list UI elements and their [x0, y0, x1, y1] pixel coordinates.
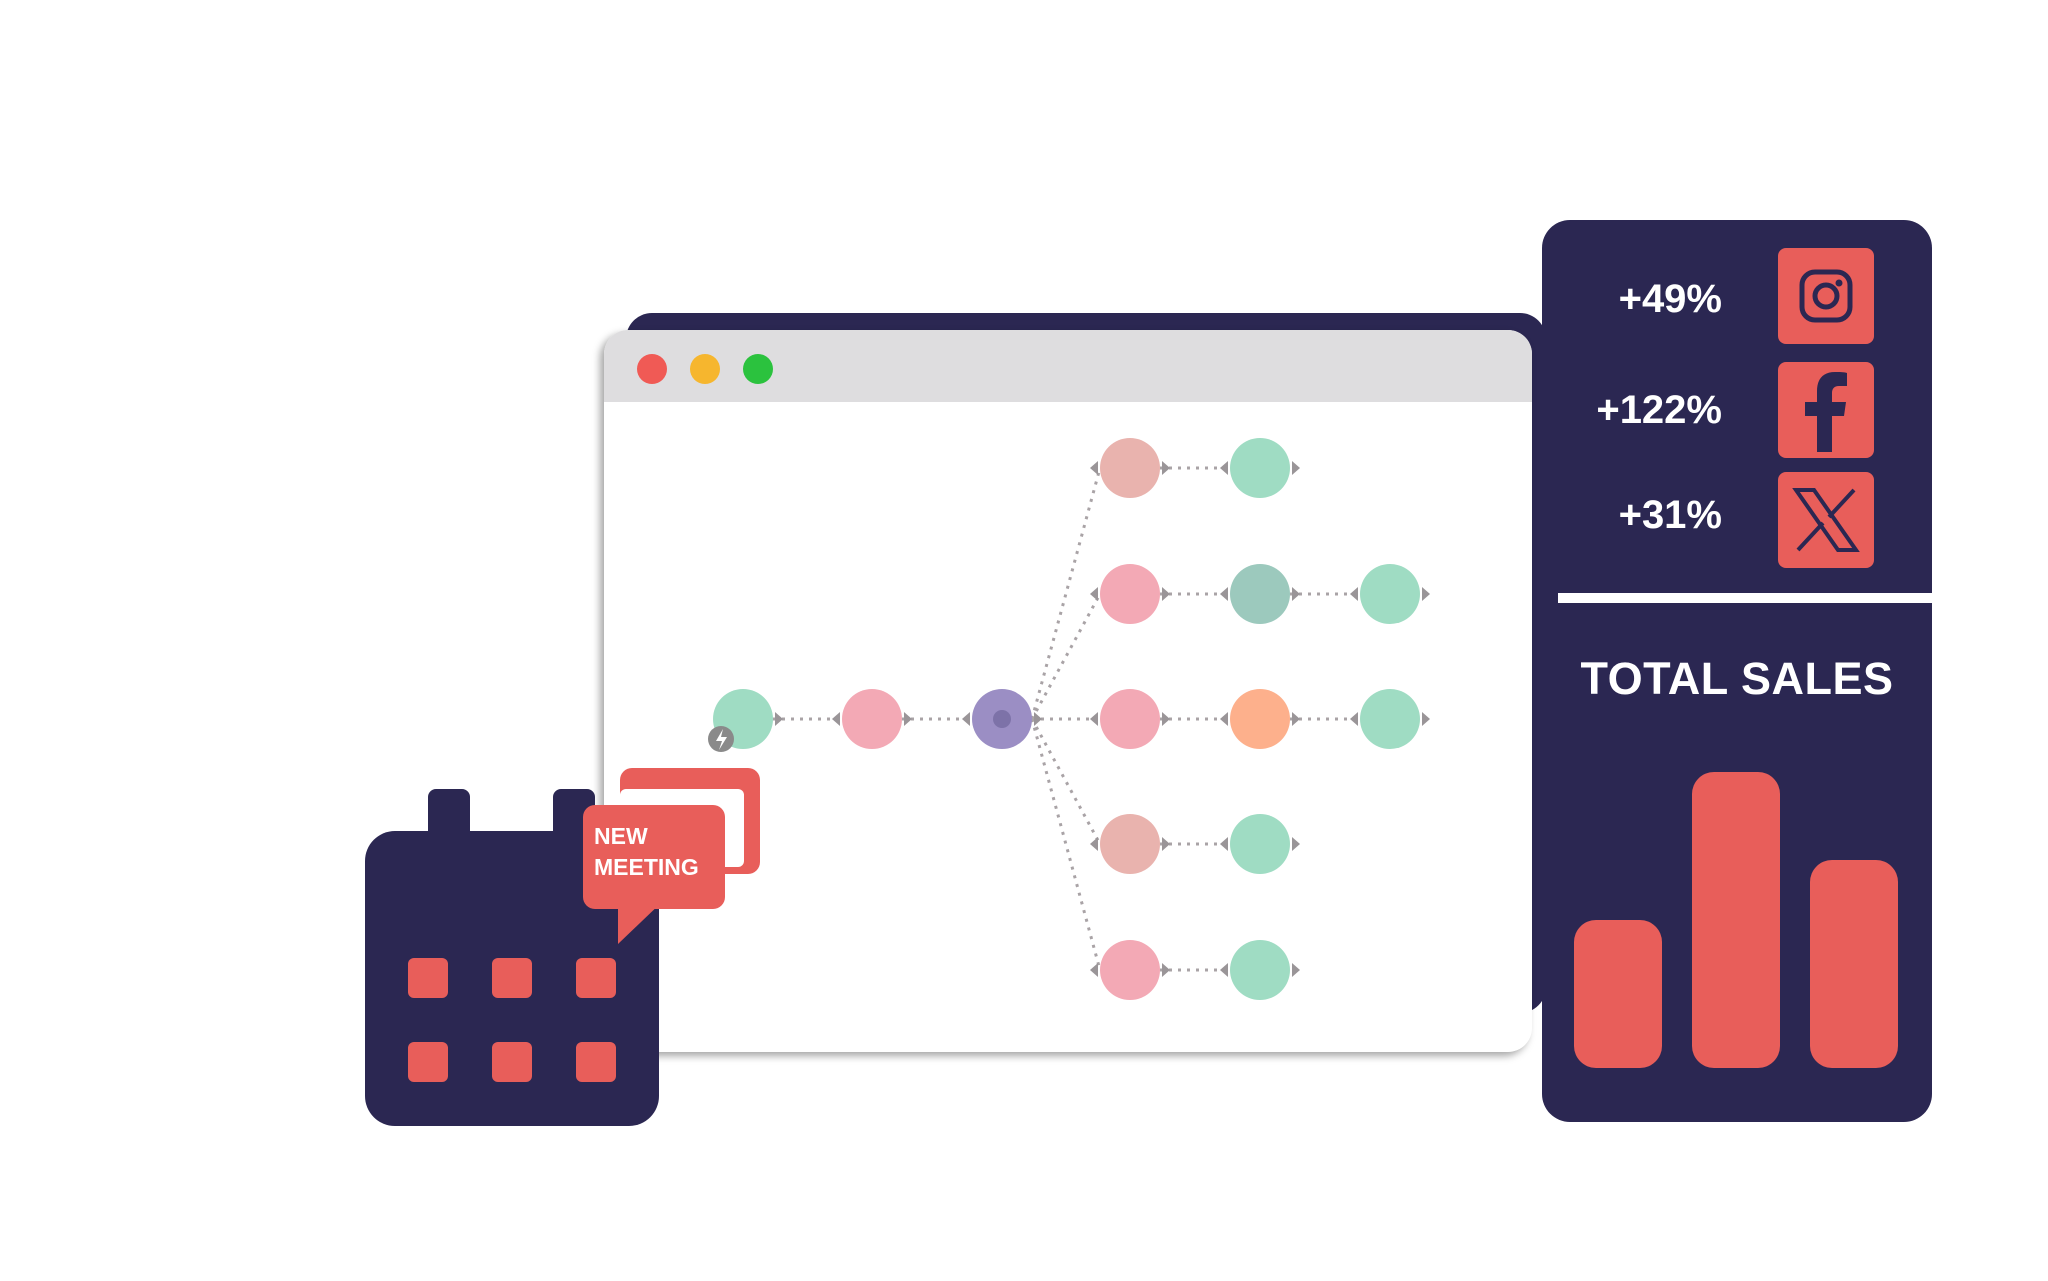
flow-node-output-port: [1292, 461, 1300, 475]
maximize-window-button[interactable]: [743, 354, 773, 384]
flow-node-circle: [1360, 564, 1420, 624]
calendar-day: [576, 1042, 616, 1082]
flow-node[interactable]: [1220, 940, 1300, 1000]
flow-node-output-port: [1422, 587, 1430, 601]
flow-node-circle: [1230, 438, 1290, 498]
flow-node-input-port: [1350, 587, 1358, 601]
flow-connector: [1030, 718, 1102, 845]
flow-node[interactable]: [1090, 940, 1170, 1000]
flow-node[interactable]: [1220, 564, 1300, 624]
x-twitter-icon: [1792, 488, 1860, 552]
flow-node-input-port: [1220, 963, 1228, 977]
facebook-tile[interactable]: [1778, 362, 1874, 458]
total-sales-title: TOTAL SALES: [1580, 653, 1894, 704]
flow-node-output-port: [904, 712, 912, 726]
new-meeting-label-line1: NEW: [594, 823, 648, 849]
flow-node-output-port: [1162, 712, 1170, 726]
flow-node-output-port: [1162, 837, 1170, 851]
flow-node[interactable]: [1090, 814, 1170, 874]
flow-node[interactable]: [1220, 438, 1300, 498]
flow-node-input-port: [1090, 712, 1098, 726]
flow-node-circle: [1100, 814, 1160, 874]
flow-node-circle: [1100, 689, 1160, 749]
flow-node-input-port: [1220, 461, 1228, 475]
sales-bar-3: [1810, 860, 1898, 1068]
flow-node-circle: [1230, 564, 1290, 624]
flow-node[interactable]: [1220, 814, 1300, 874]
flow-node-input-port: [962, 712, 970, 726]
flow-node-circle: [1360, 689, 1420, 749]
sales-bar-2: [1692, 772, 1780, 1068]
calendar-day: [576, 958, 616, 998]
x-growth-value: +31%: [1618, 493, 1722, 537]
new-meeting-label-line2: MEETING: [594, 854, 699, 880]
flow-node-input-port: [1090, 837, 1098, 851]
flow-node-output-port: [1422, 712, 1430, 726]
calendar-day: [408, 1042, 448, 1082]
flow-connector: [1030, 467, 1102, 720]
facebook-growth-value: +122%: [1596, 388, 1722, 432]
trigger-bolt-glyph: [716, 729, 727, 750]
flow-node[interactable]: [1090, 438, 1170, 498]
flow-node-output-port: [1162, 461, 1170, 475]
x-tile[interactable]: [1778, 472, 1874, 568]
instagram-tile[interactable]: [1778, 248, 1874, 344]
flow-node-output-port: [1292, 712, 1300, 726]
flow-node-input-port: [1090, 461, 1098, 475]
flow-node[interactable]: [1090, 689, 1170, 749]
browser-titlebar: [604, 330, 1532, 402]
bubble-tail: [618, 900, 664, 944]
workflow-diagram: [708, 438, 1430, 1000]
flow-node-circle: [1230, 689, 1290, 749]
flow-node-input-port: [832, 712, 840, 726]
hub-center-dot: [993, 710, 1011, 728]
flow-node[interactable]: [1350, 564, 1430, 624]
flow-node-input-port: [1220, 837, 1228, 851]
flow-node-circle: [1230, 814, 1290, 874]
flow-node[interactable]: [1090, 564, 1170, 624]
instagram-growth-value: +49%: [1618, 277, 1722, 321]
new-meeting-label: NEW MEETING: [594, 821, 722, 883]
panel-divider: [1558, 593, 1933, 603]
flow-node-output-port: [1292, 963, 1300, 977]
calendar-icon[interactable]: [365, 831, 659, 1126]
facebook-icon: [1805, 372, 1847, 452]
flow-node-output-port: [1292, 837, 1300, 851]
flow-node-output-port: [1162, 963, 1170, 977]
instagram-icon: [1799, 269, 1853, 323]
browser-window: [604, 330, 1532, 1052]
close-window-button[interactable]: [637, 354, 667, 384]
calendar-day: [492, 958, 532, 998]
flow-node-circle: [1100, 438, 1160, 498]
flow-node-input-port: [1090, 587, 1098, 601]
stats-panel: +49% +122% +31% TOTAL SALES: [1542, 220, 1933, 1122]
flow-node[interactable]: [1350, 689, 1430, 749]
flow-node-output-port: [1292, 587, 1300, 601]
sales-bar-1: [1574, 920, 1662, 1068]
flow-node-input-port: [1350, 712, 1358, 726]
flow-node-output-port: [775, 712, 783, 726]
new-meeting-bubble[interactable]: [583, 805, 725, 909]
flow-connector: [1030, 593, 1102, 720]
flow-node[interactable]: [1220, 689, 1300, 749]
flow-node-input-port: [1220, 712, 1228, 726]
flow-node-circle: [842, 689, 902, 749]
flow-node-circle: [1100, 940, 1160, 1000]
flow-node-circle: [1230, 940, 1290, 1000]
calendar-day: [492, 1042, 532, 1082]
flow-node-input-port: [1220, 587, 1228, 601]
calendar-day: [408, 958, 448, 998]
flow-node-input-port: [1090, 963, 1098, 977]
flow-node-output-port: [1034, 712, 1042, 726]
flow-node[interactable]: [832, 689, 912, 749]
flow-node-circle: [1100, 564, 1160, 624]
minimize-window-button[interactable]: [690, 354, 720, 384]
flow-node-output-port: [1162, 587, 1170, 601]
flow-connector: [1030, 718, 1102, 971]
